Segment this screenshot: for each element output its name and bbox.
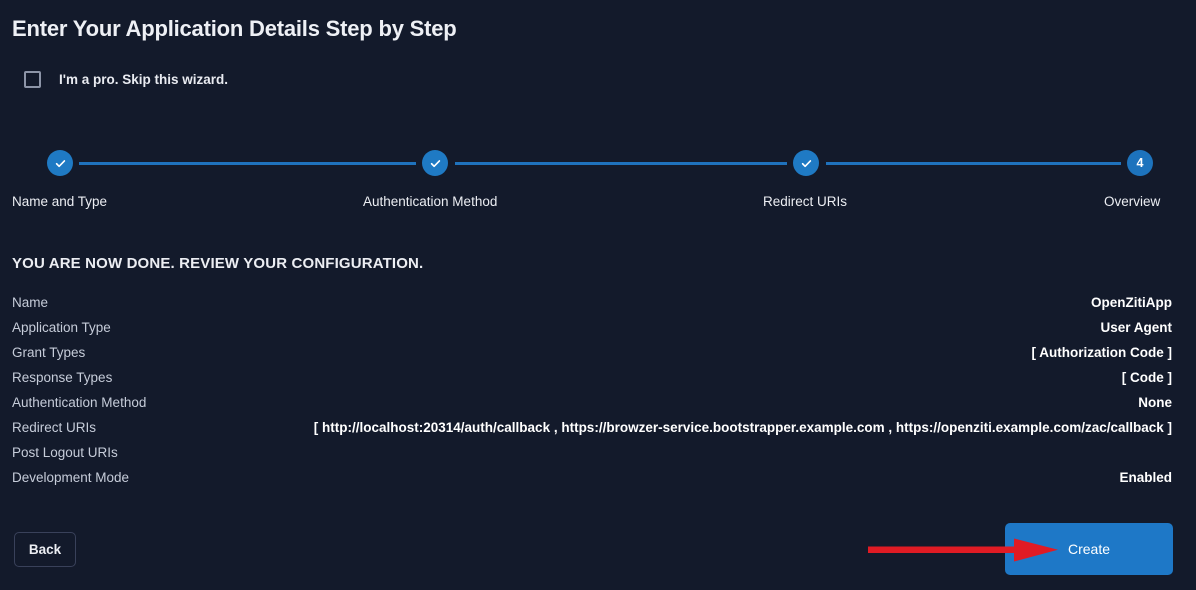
stepper-step-3-label: Redirect URIs bbox=[763, 194, 848, 209]
stepper-step-3-circle[interactable] bbox=[793, 150, 819, 176]
stepper-connector-1-2 bbox=[79, 162, 416, 165]
check-icon bbox=[801, 159, 811, 167]
summary-label: Name bbox=[12, 295, 49, 310]
stepper-step-4-circle[interactable]: 4 bbox=[1127, 150, 1153, 176]
summary-value: OpenZitiApp bbox=[1091, 295, 1172, 310]
check-icon bbox=[430, 159, 440, 167]
summary-label: Application Type bbox=[12, 320, 111, 335]
summary-table: Name OpenZitiApp Application Type User A… bbox=[12, 290, 1172, 490]
stepper-connector-2-3 bbox=[455, 162, 787, 165]
back-button[interactable]: Back bbox=[14, 532, 76, 567]
skip-wizard-checkbox[interactable] bbox=[24, 70, 41, 88]
summary-label: Grant Types bbox=[12, 345, 86, 360]
create-button[interactable]: Create bbox=[1005, 523, 1173, 575]
stepper-connector-3-4 bbox=[826, 162, 1121, 165]
summary-row-redirect-uris: Redirect URIs [ http://localhost:20314/a… bbox=[12, 415, 1172, 440]
summary-label: Post Logout URIs bbox=[12, 445, 118, 460]
stepper-step-1-label: Name and Type bbox=[12, 194, 108, 209]
summary-label: Authentication Method bbox=[12, 395, 147, 410]
stepper-step-4-number: 4 bbox=[1136, 155, 1144, 170]
page-title: Enter Your Application Details Step by S… bbox=[12, 16, 457, 41]
summary-value: [ http://localhost:20314/auth/callback ,… bbox=[313, 420, 1172, 435]
stepper-step-2-circle[interactable] bbox=[422, 150, 448, 176]
stepper-step-4-label: Overview bbox=[1104, 194, 1161, 209]
summary-heading: YOU ARE NOW DONE. REVIEW YOUR CONFIGURAT… bbox=[12, 255, 424, 272]
summary-row-development-mode: Development Mode Enabled bbox=[12, 465, 1172, 490]
summary-value: [ Code ] bbox=[1121, 370, 1172, 385]
summary-row-grant-types: Grant Types [ Authorization Code ] bbox=[12, 340, 1172, 365]
summary-label: Response Types bbox=[12, 370, 113, 385]
summary-row-post-logout-uris: Post Logout URIs bbox=[12, 440, 1172, 465]
stepper-step-2-label: Authentication Method bbox=[363, 194, 498, 209]
skip-wizard-label: I'm a pro. Skip this wizard. bbox=[59, 71, 228, 87]
wizard-stepper: Name and Type Authentication Method Redi… bbox=[0, 150, 1196, 220]
summary-value: [ Authorization Code ] bbox=[1031, 345, 1172, 360]
summary-row-authentication-method: Authentication Method None bbox=[12, 390, 1172, 415]
summary-label: Development Mode bbox=[12, 470, 130, 485]
summary-row-response-types: Response Types [ Code ] bbox=[12, 365, 1172, 390]
skip-wizard-row[interactable]: I'm a pro. Skip this wizard. bbox=[24, 68, 228, 90]
summary-value: Enabled bbox=[1119, 470, 1172, 485]
summary-value: User Agent bbox=[1100, 320, 1172, 335]
check-icon bbox=[55, 159, 65, 167]
summary-row-name: Name OpenZitiApp bbox=[12, 290, 1172, 315]
summary-value: None bbox=[1138, 395, 1172, 410]
stepper-step-1-circle[interactable] bbox=[47, 150, 73, 176]
summary-row-application-type: Application Type User Agent bbox=[12, 315, 1172, 340]
summary-label: Redirect URIs bbox=[12, 420, 97, 435]
